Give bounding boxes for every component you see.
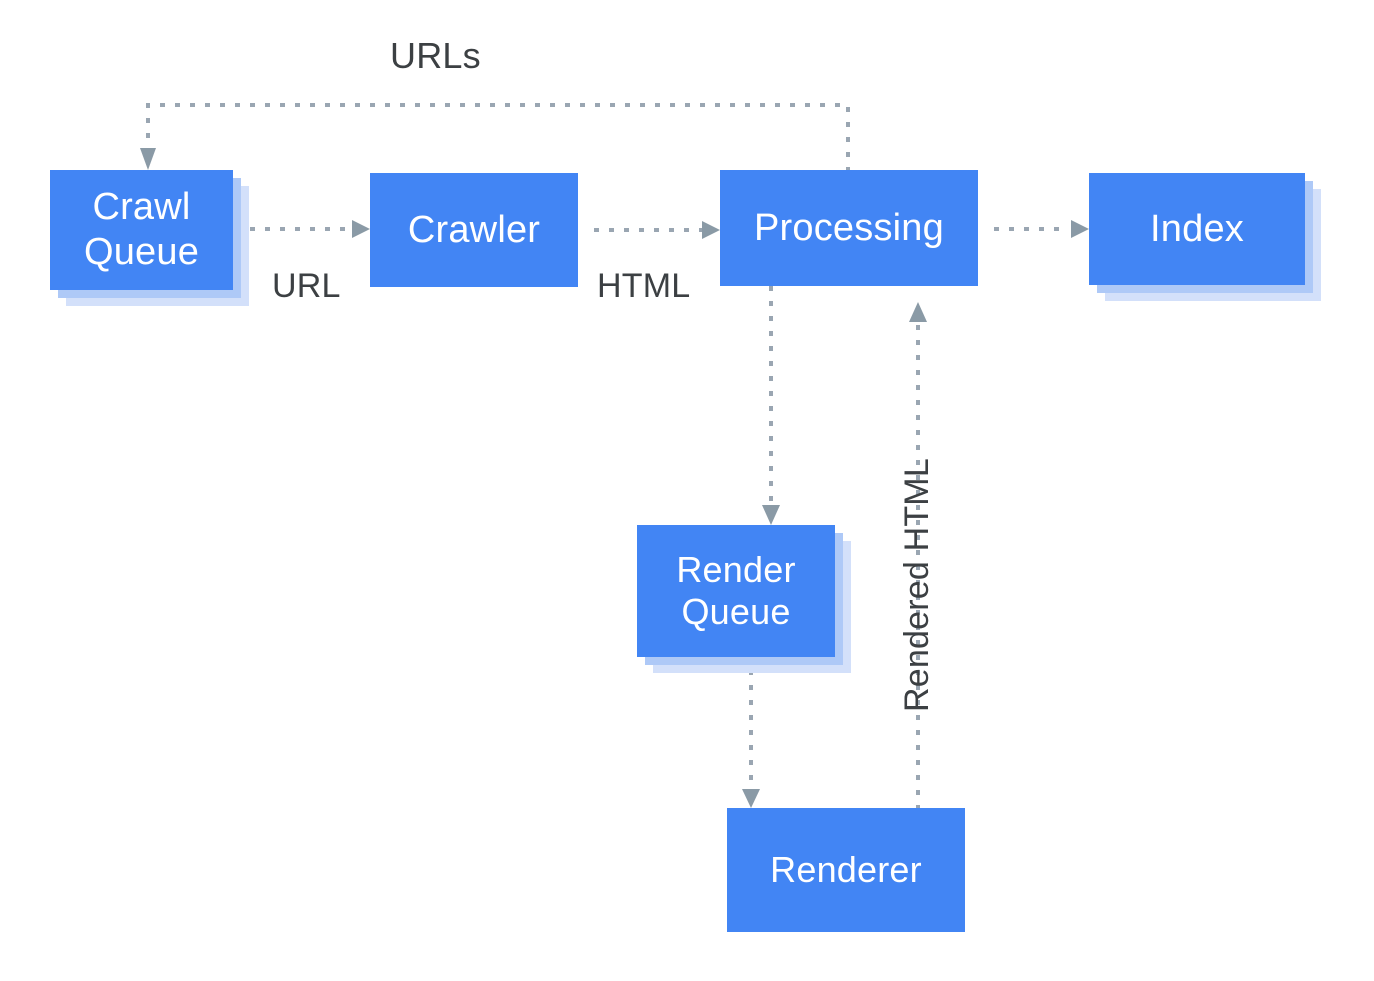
node-crawl-queue-line1: Crawl [92,186,191,229]
edge-url [250,220,370,238]
node-renderer[interactable]: Renderer [727,808,965,932]
node-render-queue-line2: Queue [681,591,791,632]
edge-to-render-queue [762,286,780,525]
edge-to-renderer [742,670,760,808]
edge-html [594,221,720,239]
node-render-queue[interactable]: Render Queue [637,525,835,657]
edge-label-rendered-html: Rendered HTML [898,458,936,712]
node-renderer-label: Renderer [770,848,922,890]
node-crawl-queue-line2: Queue [83,231,200,273]
edge-urls [140,103,850,172]
node-processing-label: Processing [754,206,944,249]
edge-to-index [994,220,1089,238]
node-crawler[interactable]: Crawler [370,173,578,287]
edge-label-html: HTML [597,267,691,305]
node-processing[interactable]: Processing [720,170,978,286]
node-crawl-queue[interactable]: Crawl Queue [50,170,233,290]
node-render-queue-line1: Render [676,548,796,590]
node-render-queue-label: Render Queue [676,549,795,634]
edge-label-urls: URLs [390,35,481,76]
node-crawl-queue-label: Crawl Queue [84,185,199,275]
node-index[interactable]: Index [1089,173,1305,285]
edge-label-url: URL [272,267,341,305]
node-index-label: Index [1150,207,1244,250]
edge-rendered-html [909,302,927,810]
node-crawler-label: Crawler [407,208,541,251]
